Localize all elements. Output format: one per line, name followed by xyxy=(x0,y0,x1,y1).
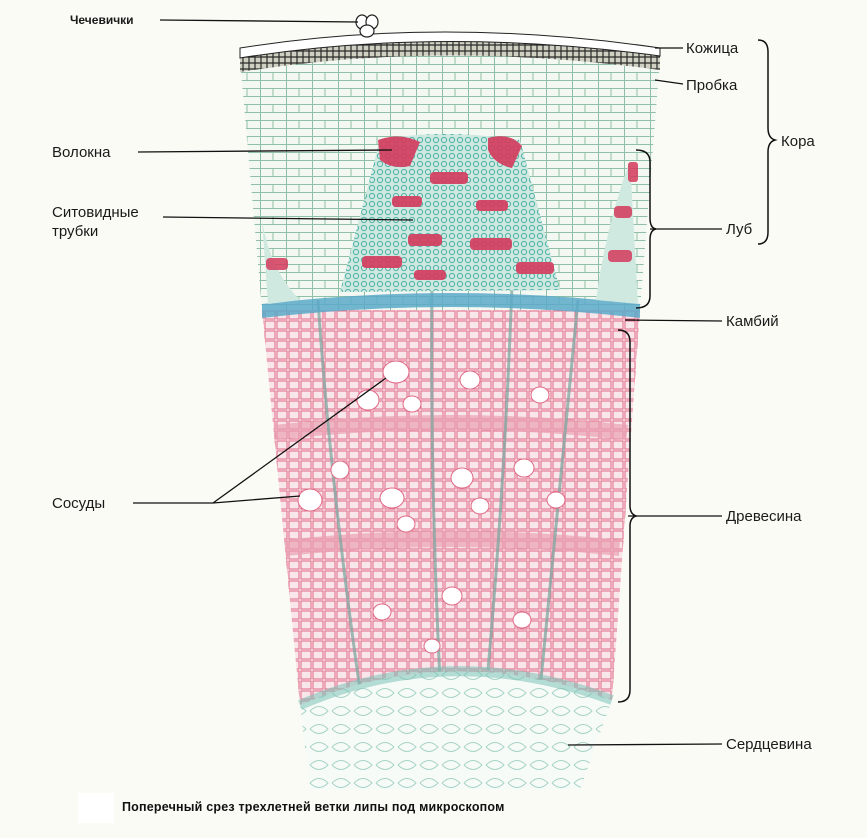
leader-probka xyxy=(655,80,683,84)
label-sitovidnye-2: трубки xyxy=(52,223,98,240)
label-serdtsevina: Сердцевина xyxy=(726,736,812,753)
caption-marker xyxy=(78,793,114,823)
section-body xyxy=(240,15,660,790)
leader-chechevichki xyxy=(160,20,358,22)
label-lub: Луб xyxy=(726,221,752,238)
label-kora: Кора xyxy=(781,133,815,150)
leader-kambiy xyxy=(625,320,722,321)
label-probka: Пробка xyxy=(686,77,738,94)
figure-caption: Поперечный срез трехлетней ветки липы по… xyxy=(122,800,505,814)
label-drevesina: Древесина xyxy=(726,508,802,525)
label-volokna: Волокна xyxy=(52,144,111,161)
label-sitovidnye-1: Ситовидные xyxy=(52,204,139,221)
label-chechevichki: Чечевички xyxy=(70,13,134,27)
label-kambiy: Камбий xyxy=(726,313,779,330)
label-sosudy: Сосуды xyxy=(52,495,105,512)
brace-kora xyxy=(758,40,775,244)
label-kozhitsa: Кожица xyxy=(686,40,739,57)
